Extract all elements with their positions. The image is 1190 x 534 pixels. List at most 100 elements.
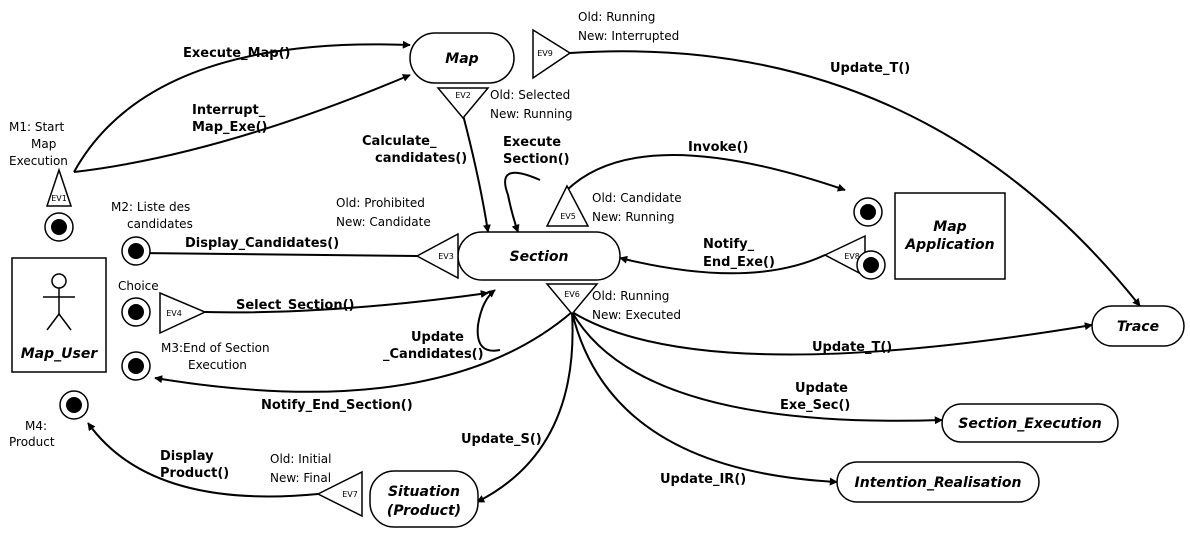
edge-interrupt-map [73,74,411,173]
state-labels: Old: Running New: Interrupted Old: Selec… [270,10,682,485]
state-ev6-2: New: Executed [592,308,681,322]
event-ev4: EV4 [159,291,207,335]
label-execute-section-1: Execute [503,135,561,150]
label-update-t-bottom: Update_T() [812,340,892,355]
box-trace-label: Trace [1117,319,1159,335]
box-section-label: Section [510,249,569,265]
box-map-user-label: Map_User [21,346,99,362]
msg-m1-3: Execution [9,154,68,168]
label-invoke: Invoke() [688,140,749,155]
box-map-application-label-2: Application [904,237,994,253]
state-ev2-2: New: Running [490,107,573,121]
edge-notify-end-exe [619,254,826,275]
box-section-execution: Section_Execution [941,403,1119,443]
message-labels: M1: Start Map Execution M2: Liste des ca… [9,120,270,449]
label-notify-end-section: Notify_End_Section() [261,398,413,413]
state-ev7-2: New: Final [270,471,331,485]
box-map-application: Map Application [894,192,1006,280]
event-ev2: EV2 [436,87,490,120]
state-ev9-1: Old: Running [578,10,655,24]
box-intention-realisation: Intention_Realisation [836,461,1040,503]
label-interrupt-map-1: Interrupt_ [192,103,266,118]
edge-update-t-bottom [571,311,1093,356]
port-m3 [121,351,151,381]
label-update-exe-sec-1: Update [795,381,848,396]
box-situation-label-1: Situation [388,484,460,500]
label-notify-end-exe-2: End_Exe() [703,255,775,270]
box-trace: Trace [1091,305,1185,347]
msg-m3-2: Execution [188,358,247,372]
edge-update-candidates-loop [476,289,501,352]
label-display-candidates: Display_Candidates() [185,236,339,251]
event-ev7: EV7 [316,470,363,518]
state-ev5-1: Old: Candidate [592,191,682,205]
event-ev3: EV3 [415,232,459,280]
box-section: Section [457,231,621,281]
svg-text:EV7: EV7 [342,490,358,499]
label-update-exe-sec-2: Exe_Sec() [780,398,850,413]
label-display-product-2: Product() [160,466,229,481]
state-ev3-2: New: Candidate [336,215,431,229]
edge-execute-section-loop [504,171,541,233]
svg-text:EV5: EV5 [560,212,576,221]
label-update-s: Update_S() [461,432,542,447]
event-ev1: EV1 [45,167,73,207]
port-choice [121,297,151,327]
msg-m2-1: M2: Liste des [111,200,190,214]
box-map-user: Map_User [11,257,107,373]
edge-update-s [476,311,574,503]
box-situation: Situation (Product) [369,470,479,528]
msg-m4-1: M4: [25,419,47,433]
edge-execute-map [73,40,411,173]
svg-text:EV9: EV9 [537,49,553,58]
svg-text:EV2: EV2 [455,91,471,100]
box-map-application-label-1: Map [933,219,966,235]
label-interrupt-map-2: Map_Exe() [192,120,267,135]
box-map-label: Map [445,51,478,67]
label-calculate-1: Calculate_ [362,134,437,149]
edge-update-exe-sec [571,311,943,425]
port-m4 [59,390,89,420]
edge-select-section [204,290,489,314]
edge-labels: Execute_Map() Interrupt_ Map_Exe() Calcu… [160,46,910,487]
state-ev7-1: Old: Initial [270,452,331,466]
msg-m4-2: Product [9,435,55,449]
msg-m3-1: M3:End of Section [161,341,270,355]
label-update-t-top: Update_T() [830,61,910,76]
label-display-product-1: Display [160,449,214,464]
svg-text:EV1: EV1 [51,194,67,203]
label-update-candidates-2: _Candidates() [383,347,484,362]
label-select-section: Select_Section() [236,298,355,313]
edge-display-candidates [137,249,418,258]
edge-notify-end-section [154,311,573,393]
edge-display-product [87,422,319,498]
msg-m2-2: candidates [127,217,193,231]
svg-text:EV4: EV4 [166,309,182,318]
box-intention-realisation-label: Intention_Realisation [855,475,1022,491]
msg-m1-1: M1: Start [9,120,64,134]
event-ev9: EV9 [532,28,572,80]
label-execute-map: Execute_Map() [183,46,290,61]
label-execute-section-2: Section() [503,152,570,167]
svg-text:EV6: EV6 [564,290,580,299]
event-ev6: EV6 [545,283,599,316]
box-section-execution-label: Section_Execution [958,416,1101,432]
msg-choice: Choice [118,279,159,293]
svg-text:EV8: EV8 [844,252,860,261]
port-m1 [44,212,74,242]
port-m2 [121,236,151,266]
label-update-candidates-1: Update [411,330,464,345]
edge-update-ir [571,311,838,486]
box-situation-label-2: (Product) [387,503,461,519]
label-notify-end-exe-1: Notify_ [703,237,755,252]
port-invoke [853,197,883,227]
edges [73,40,1141,503]
svg-text:EV3: EV3 [438,252,454,261]
actor-icon [43,273,75,331]
label-calculate-2: candidates() [375,151,467,166]
state-ev6-1: Old: Running [592,289,669,303]
state-ev3-1: Old: Prohibited [336,196,425,210]
state-ev5-2: New: Running [592,210,675,224]
state-ev2-1: Old: Selected [490,88,570,102]
